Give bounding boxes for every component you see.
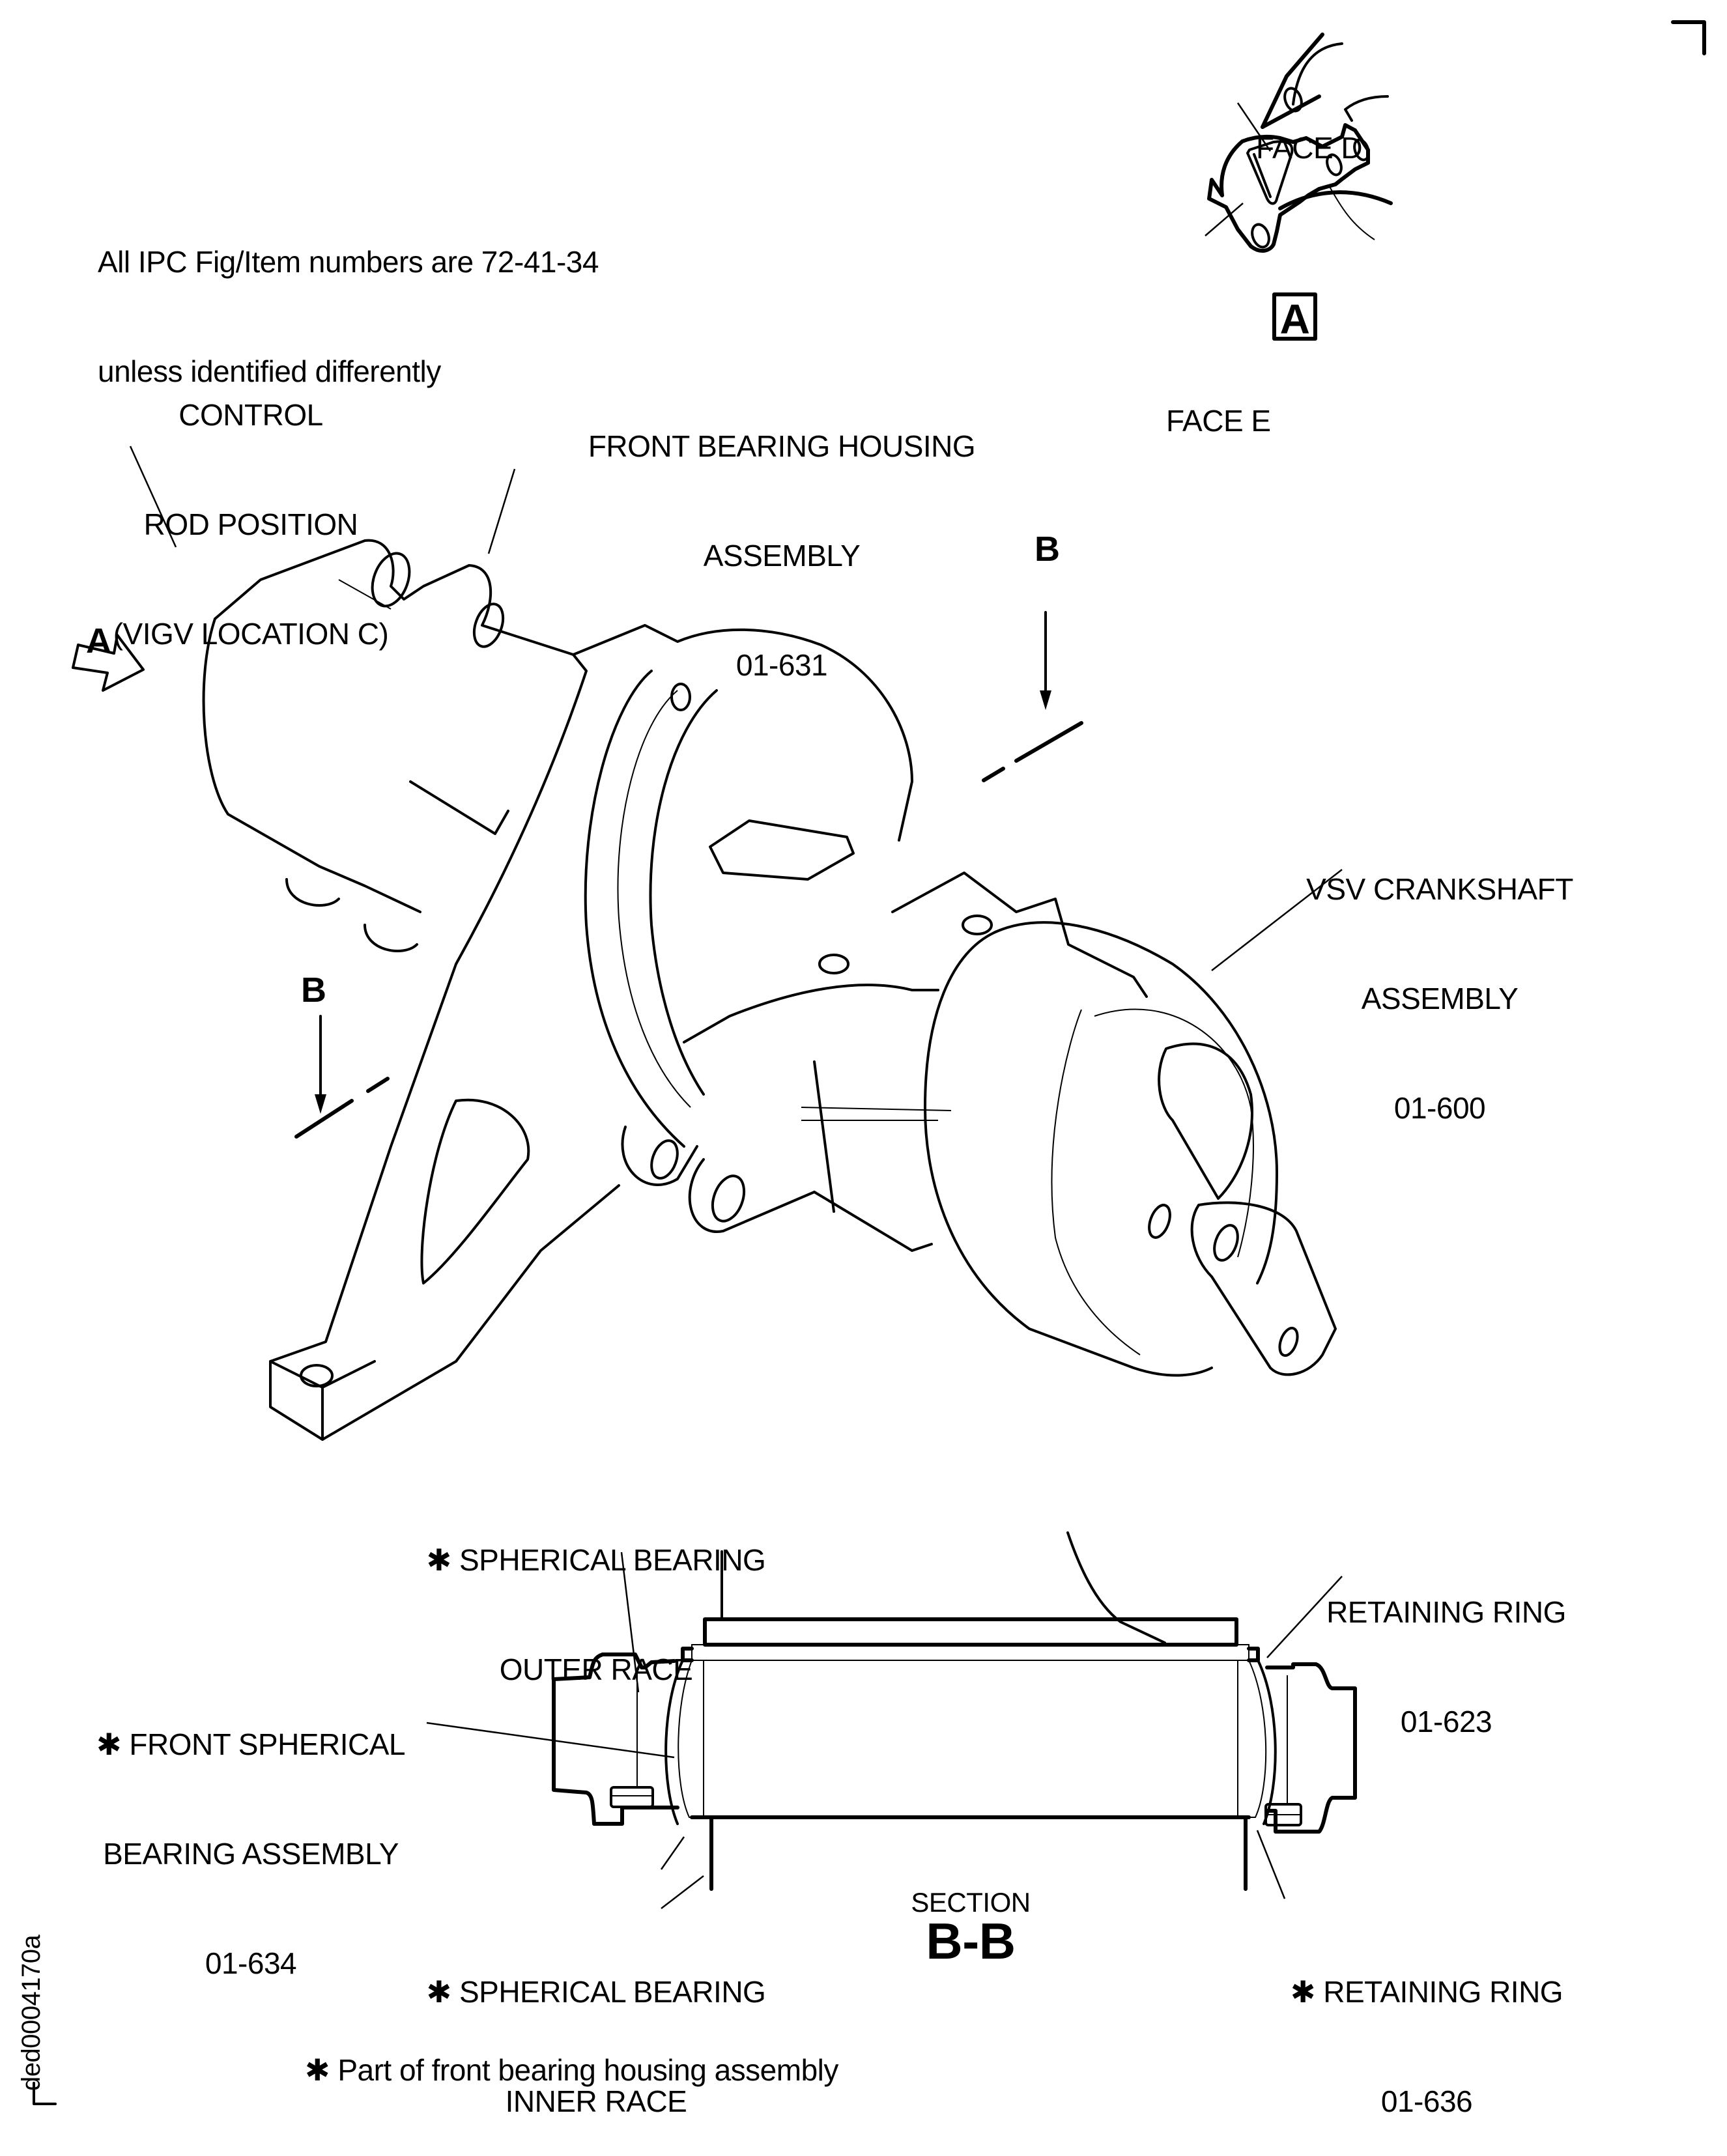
label-retaining-ring-636: ✱ RETAINING RING 01-636 xyxy=(1290,1975,1563,2118)
leader-control-rod xyxy=(129,446,177,548)
section-b-b-drawing xyxy=(426,1531,1357,1909)
detail-view-a xyxy=(1205,33,1393,253)
ipc-note-line2: unless identified differently xyxy=(98,354,441,388)
section-title: SECTION xyxy=(911,1887,1031,1918)
leader-vsv-crankshaft xyxy=(1211,869,1343,971)
label-outer-race: ✱ SPHERICAL BEARING OUTER RACE xyxy=(426,1543,766,1686)
figure-id: ded0004170a xyxy=(17,1935,46,2091)
view-a-box xyxy=(1272,292,1317,341)
label-inner-race: ✱ SPHERICAL BEARING INNER RACE xyxy=(426,1975,766,2118)
view-a-box-label: A xyxy=(1279,296,1310,343)
label-retaining-ring-623: RETAINING RING 01-623 xyxy=(1326,1595,1566,1738)
leader-front-bearing-housing xyxy=(487,468,516,554)
label-face-d: FACE D xyxy=(1256,131,1363,165)
view-a-arrow xyxy=(72,634,145,692)
ipc-note-line1: All IPC Fig/Item numbers are 72-41-34 xyxy=(98,245,599,279)
section-b-label-left: B xyxy=(301,971,326,1010)
label-front-bearing-housing: FRONT BEARING HOUSING ASSEMBLY 01-631 xyxy=(588,429,976,682)
label-front-spherical-bearing: ✱ FRONT SPHERICAL BEARING ASSEMBLY 01-63… xyxy=(96,1727,405,1980)
view-a-arrow-label: A xyxy=(86,621,111,660)
section-name: B-B xyxy=(926,1912,1016,1970)
crop-mark-top-right xyxy=(1671,20,1706,55)
ipc-note: All IPC Fig/Item numbers are 72-41-34 un… xyxy=(98,171,599,426)
label-control-rod-position: CONTROL ROD POSITION (VIGV LOCATION C) xyxy=(113,398,389,651)
footnote: ✱ Part of front bearing housing assembly xyxy=(305,2053,838,2087)
label-vsv-crankshaft: VSV CRANKSHAFT ASSEMBLY 01-600 xyxy=(1306,872,1573,1125)
section-b-label-top: B xyxy=(1035,530,1060,569)
section-line-b xyxy=(294,611,1083,1139)
figure-id-bracket xyxy=(33,2082,57,2105)
label-face-e: FACE E xyxy=(1166,404,1271,438)
front-bearing-housing-drawing xyxy=(202,539,1337,1441)
